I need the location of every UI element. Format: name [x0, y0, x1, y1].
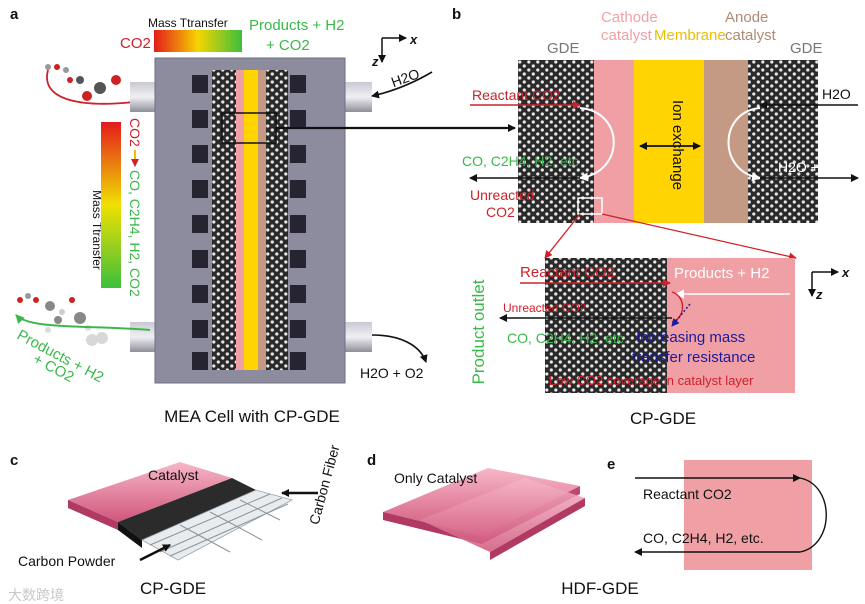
panel-b-caption: CP-GDE [630, 409, 696, 428]
resistance-arrow [671, 303, 691, 327]
b-axis-z-label: z [815, 287, 823, 302]
cathode-catalyst-layer [236, 70, 244, 370]
b-unreacted-label-2: CO2 [486, 204, 515, 220]
panel-d-caption: HDF-GDE [561, 579, 638, 598]
e-reactant-label: Reactant CO2 [643, 486, 732, 502]
anode-catalyst-layer [258, 70, 266, 370]
co2-label-top: CO2 [120, 35, 151, 52]
co2-molecules-icon [45, 64, 121, 101]
layer-label-anode-1: Anode [725, 9, 768, 26]
side-gradient-bar [101, 122, 121, 288]
flow-channel-slots [192, 75, 306, 370]
layer-label-membrane: Membrane [654, 27, 726, 44]
c-catalyst-layer [68, 462, 232, 522]
h2o-o2-out-arrow [371, 334, 428, 363]
b-h2o-in-label: H2O [822, 86, 851, 102]
products-outflow-arrow [15, 314, 151, 331]
zoom-reactant-label: Reactant CO2 [520, 264, 615, 281]
zoom-unreacted-label: Unreacted CO2 [503, 301, 587, 315]
c-carbon-powder-label: Carbon Powder [18, 553, 116, 569]
b-membrane [634, 60, 704, 223]
mass-transfer-top-label: Mass Ttransfer [148, 16, 228, 30]
zoom-products-label: CO, C2H4, H2, etc. [507, 330, 628, 346]
e-catalyst-region [684, 460, 812, 570]
b-unreacted-label-1: Unreacted [470, 187, 535, 203]
panel-a-letter: a [10, 6, 19, 23]
panel-c-caption: CP-GDE [140, 579, 206, 598]
resistance-label-2: transfer resistance [632, 349, 755, 366]
resistance-label-1: Increasing mass [636, 329, 745, 346]
panel-d-letter: d [367, 452, 376, 469]
d-only-catalyst-label: Only Catalyst [394, 470, 477, 486]
b-anode-uturn [727, 107, 761, 182]
layer-label-cathode-2: catalyst [601, 27, 653, 44]
axis-z-label: z [371, 54, 379, 69]
e-uturn [799, 477, 827, 553]
zoom-products-h2-label: Products + H2 [674, 265, 769, 282]
panel-c-letter: c [10, 452, 18, 469]
panel-b: b GDE Cathode catalyst Membrane Anode ca… [452, 6, 859, 428]
membrane-layer [244, 70, 258, 370]
b-anode-catalyst [704, 60, 748, 223]
b-reactant-label: Reactant CO2 [472, 87, 561, 103]
b-cathode-uturn [579, 107, 615, 182]
b-gde-left [518, 60, 594, 223]
b-products-label: CO, C2H4, H2, etc [462, 153, 579, 169]
axis-x-label: x [409, 32, 418, 47]
product-outlet-label: Product outlet [469, 279, 488, 384]
pipe-top-right [342, 82, 372, 112]
panel-e-letter: e [607, 456, 615, 473]
panel-b-letter: b [452, 6, 461, 23]
c-catalyst-label: Catalyst [148, 467, 199, 483]
panel-d: d Only Catalyst HDF-GDE [367, 452, 639, 598]
layer-label-gde-left: GDE [547, 40, 580, 57]
b-gde-right [748, 60, 818, 223]
c-carbon-powder-layer [118, 478, 256, 540]
anode-gde-layer [266, 70, 288, 370]
b-axis-x-label: x [841, 265, 850, 280]
d-catalyst-slab-lower [420, 478, 585, 552]
b-zoom-box [577, 197, 603, 215]
h2o-o2-out-label: H2O + O2 [360, 365, 424, 381]
panel-a-caption: MEA Cell with CP-GDE [164, 407, 340, 426]
h2o-in-arrow [371, 71, 433, 99]
zoom-catalyst-region [667, 258, 795, 393]
product-molecules-icon [17, 293, 108, 346]
co2-inflow-arrow [46, 69, 151, 105]
mass-transfer-gradient-bar [154, 30, 242, 52]
watermark-text: 大数跨境 [8, 587, 64, 603]
zoom-gde-region [545, 258, 667, 393]
panel-e: e Reactant CO2 CO, C2H4, H2, etc. [607, 456, 827, 570]
side-conversion-co2: CO2 [127, 118, 143, 147]
low-coverage-label: Low CO2 coverage in catalyst layer [549, 373, 754, 388]
h2o-in-label: H2O [389, 65, 422, 90]
products-top-label-1: Products + H2 [249, 17, 344, 34]
e-products-label: CO, C2H4, H2, etc. [643, 530, 764, 546]
panel-a: a Mass Ttransfer CO2 Products + H2 + CO2… [10, 6, 516, 426]
c-carbon-fiber-label: Carbon Fiber [306, 443, 343, 526]
layer-label-gde-right: GDE [790, 40, 823, 57]
cathode-gde-layer [212, 70, 236, 370]
layer-label-cathode-1: Cathode [601, 9, 658, 26]
pipe-bottom-right [342, 322, 372, 352]
b-h2o-o2-out-label: H2O + O2 [778, 159, 842, 175]
ion-exchange-label: Ion exchange [669, 100, 686, 190]
products-top-label-2: + CO2 [266, 37, 310, 54]
side-mass-transfer-label: Mass Ttransfer [90, 190, 104, 270]
panel-c: c Catalyst Carbon Fiber Carbon Powder CP… [10, 443, 343, 598]
side-conversion-products: CO, C2H4, H2, CO2 [127, 170, 143, 297]
layer-label-anode-2: catalyst [725, 27, 777, 44]
